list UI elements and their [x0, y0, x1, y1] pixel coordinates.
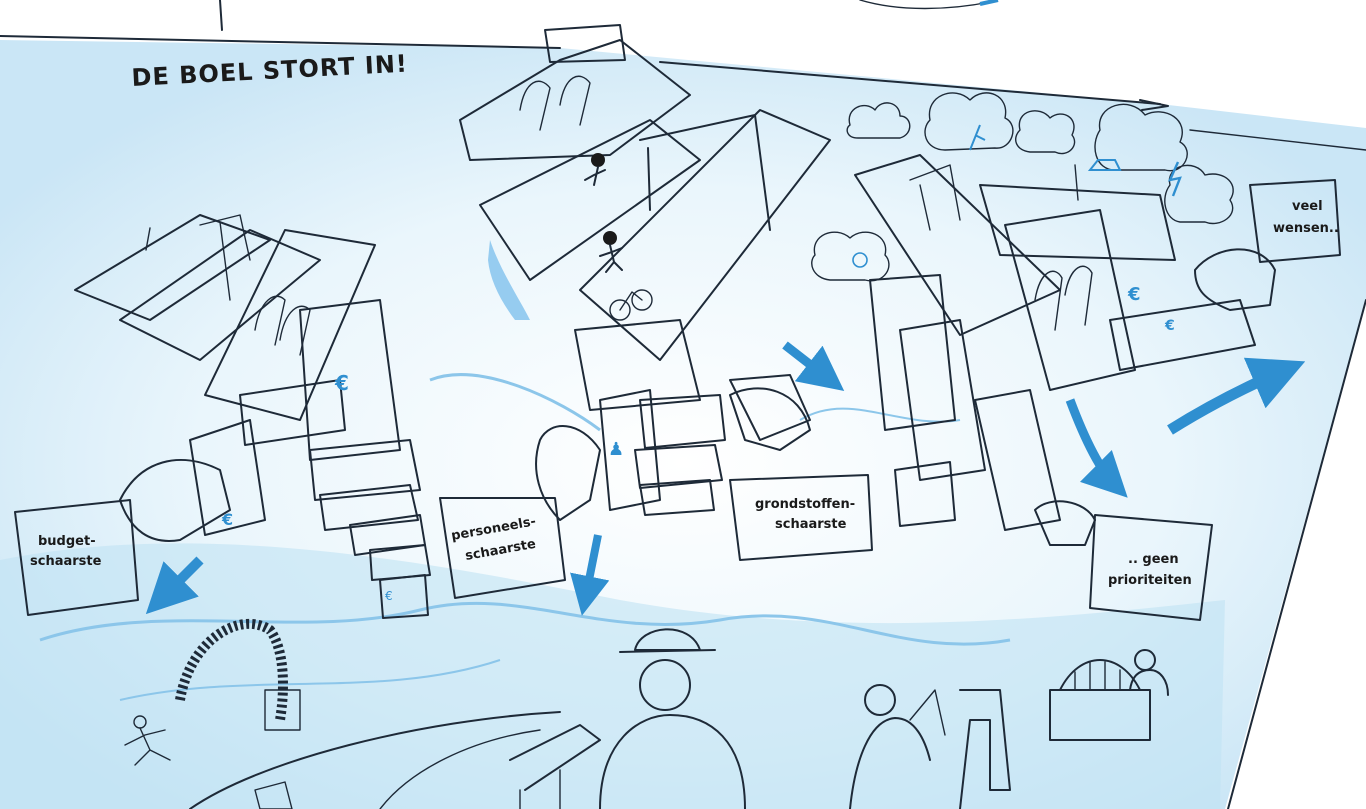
label-wensen-line1: veel — [1292, 199, 1323, 214]
svg-text:€: € — [334, 371, 349, 395]
thought-clouds — [811, 92, 1234, 282]
label-geen-prioriteiten: .. geen prioriteiten — [1089, 514, 1213, 621]
label-budget-line1: budget- — [38, 534, 96, 549]
label-budgetschaarste: budget- schaarste — [14, 499, 139, 616]
arrows — [145, 341, 1306, 616]
bottom-scenes — [124, 618, 1169, 809]
svg-text:€: € — [1164, 318, 1175, 334]
hand-middle-left — [535, 425, 601, 521]
svg-text:€: € — [385, 589, 393, 603]
svg-text:€: € — [1127, 284, 1141, 305]
label-wensen-line2: wensen.. — [1273, 221, 1339, 236]
tower-middle: ♟ — [459, 24, 831, 516]
hand-right-bottom — [1034, 500, 1096, 546]
label-prioriteiten-line2: prioriteiten — [1108, 573, 1192, 588]
tower-left: € € € — [74, 214, 431, 619]
hand-right-top — [1194, 248, 1276, 311]
hand-middle-right — [729, 387, 811, 451]
label-prioriteiten-line1: .. geen — [1128, 552, 1179, 567]
label-grondstoffen-line1: grondstoffen- — [755, 497, 855, 512]
label-grondstoffenschaarste: grondstoffen- schaarste — [729, 474, 873, 561]
hand-left — [119, 459, 231, 542]
label-grondstoffen-line2: schaarste — [775, 517, 847, 532]
svg-text:♟: ♟ — [608, 439, 624, 460]
tower-right: € € — [854, 154, 1256, 531]
label-veel-wensen: veel wensen.. — [1249, 179, 1341, 263]
label-budget-line2: schaarste — [30, 554, 102, 569]
svg-text:€: € — [221, 510, 233, 529]
